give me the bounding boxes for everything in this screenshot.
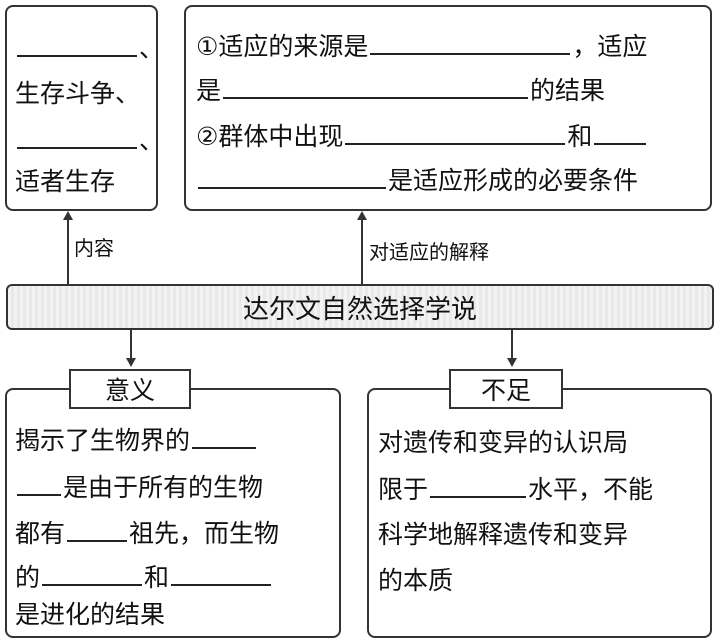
content-line-4: 适者生存 [15, 167, 116, 196]
content-line-3: 、 [15, 125, 164, 156]
content-line-2: 生存斗争、 [15, 79, 141, 108]
significance-line-5: 是进化的结果 [15, 600, 166, 629]
connector-shortcoming [511, 330, 513, 360]
connector-significance [130, 330, 132, 360]
significance-line-1: 揭示了生物界的 [15, 425, 258, 456]
significance-line-4: 的和 [15, 562, 273, 593]
arrowhead-down-icon [507, 358, 517, 367]
blank[interactable] [192, 425, 257, 449]
explanation-line-4: 是适应形成的必要条件 [196, 165, 638, 196]
blank[interactable] [594, 121, 647, 145]
shortcoming-tab: 不足 [449, 369, 563, 409]
connector-content [67, 217, 69, 284]
shortcoming-line-1: 对遗传和变异的认识局 [378, 428, 629, 457]
blank[interactable] [17, 33, 137, 57]
explanation-line-2: 是的结果 [196, 75, 606, 105]
shortcoming-line-2: 限于水平，不能 [378, 474, 654, 504]
content-line-1: 、 [15, 33, 164, 64]
blank[interactable] [171, 562, 272, 586]
blank[interactable] [370, 31, 571, 55]
blank[interactable] [430, 474, 527, 498]
theory-title: 达尔文自然选择学说 [242, 294, 477, 325]
arrowhead-up-icon [63, 211, 73, 220]
significance-line-2: 是由于所有的生物 [15, 472, 263, 503]
explanation-line-3: ②群体中出现和 [196, 121, 648, 152]
shortcoming-line-4: 的本质 [378, 566, 454, 595]
edge-label-explanation: 对适应的解释 [369, 240, 489, 264]
shortcoming-box [367, 388, 712, 638]
blank[interactable] [17, 472, 61, 496]
connector-explanation [361, 217, 363, 284]
shortcoming-line-3: 科学地解释遗传和变异 [378, 520, 629, 549]
significance-tab: 意义 [69, 369, 191, 409]
explanation-line-1: ①适应的来源是，适应 [196, 31, 648, 61]
theory-title-bar: 达尔文自然选择学说 [6, 284, 714, 330]
explanation-box: ①适应的来源是，适应 是的结果 ②群体中出现和 是适应形成的必要条件 [184, 5, 712, 211]
arrowhead-down-icon [126, 358, 136, 367]
edge-label-content: 内容 [74, 236, 114, 260]
blank[interactable] [198, 165, 386, 189]
significance-line-3: 都有祖先，而生物 [15, 518, 280, 548]
blank[interactable] [67, 518, 128, 542]
blank[interactable] [17, 125, 137, 149]
significance-box [5, 388, 341, 638]
blank[interactable] [223, 75, 529, 99]
blank[interactable] [42, 562, 143, 586]
arrowhead-up-icon [357, 211, 367, 220]
content-box: 、 生存斗争、 、 适者生存 [5, 5, 164, 211]
blank[interactable] [345, 121, 566, 145]
